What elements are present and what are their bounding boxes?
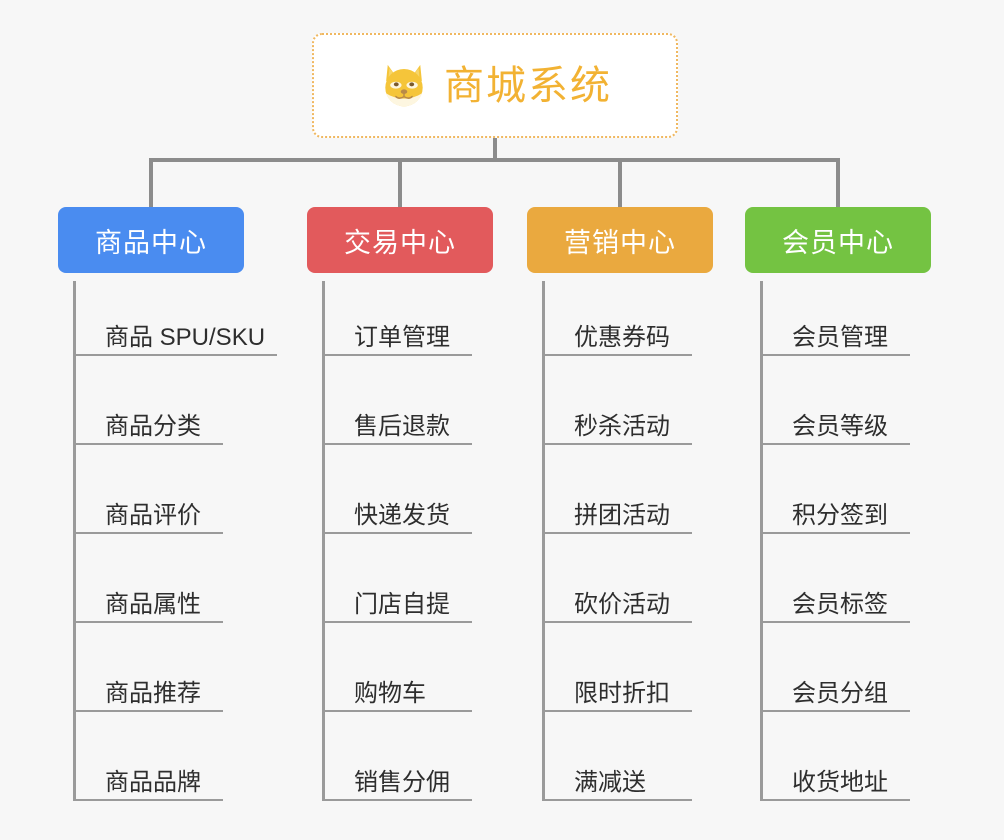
leaf-item-underline xyxy=(73,621,223,623)
branch-header-1[interactable]: 商品中心 xyxy=(58,207,244,273)
leaf-item-label: 商品评价 xyxy=(105,502,201,529)
leaf-item-label: 商品分类 xyxy=(105,413,201,440)
branch-spine-1 xyxy=(73,281,76,801)
root-title: 商城系统 xyxy=(444,63,612,108)
leaf-item-underline xyxy=(760,532,910,534)
leaf-item-underline xyxy=(73,799,223,801)
leaf-item-label: 会员分组 xyxy=(792,680,888,707)
leaf-item-underline xyxy=(73,354,277,356)
branch-header-4[interactable]: 会员中心 xyxy=(745,207,931,273)
branch-header-label: 商品中心 xyxy=(95,227,207,258)
leaf-item-label: 购物车 xyxy=(354,680,426,707)
leaf-item-underline xyxy=(322,354,472,356)
leaf-item-label: 收货地址 xyxy=(792,769,888,796)
leaf-item-label: 会员标签 xyxy=(792,591,888,618)
leaf-item-label: 会员管理 xyxy=(792,324,888,351)
branch-header-2[interactable]: 交易中心 xyxy=(307,207,493,273)
leaf-item-label: 拼团活动 xyxy=(574,502,670,529)
branch-spine-2 xyxy=(322,281,325,801)
leaf-item-label: 门店自提 xyxy=(354,591,450,618)
leaf-item-underline xyxy=(760,799,910,801)
branch-header-3[interactable]: 营销中心 xyxy=(527,207,713,273)
branch-header-label: 营销中心 xyxy=(564,227,676,258)
leaf-item-label: 商品属性 xyxy=(105,591,201,618)
leaf-item-underline xyxy=(760,621,910,623)
branch-stem-connector-1 xyxy=(149,160,153,207)
leaf-item-underline xyxy=(760,443,910,445)
leaf-item-label: 优惠券码 xyxy=(574,324,670,351)
branch-stem-connector-2 xyxy=(398,160,402,207)
leaf-item-label: 满减送 xyxy=(574,769,646,796)
leaf-item-underline xyxy=(322,443,472,445)
branch-stem-connector-3 xyxy=(618,160,622,207)
leaf-item-underline xyxy=(760,354,910,356)
leaf-item-underline xyxy=(322,532,472,534)
distribution-bus-connector xyxy=(149,158,840,162)
leaf-item-underline xyxy=(322,621,472,623)
branch-spine-3 xyxy=(542,281,545,801)
leaf-item-label: 会员等级 xyxy=(792,413,888,440)
leaf-item-underline xyxy=(73,532,223,534)
leaf-item-label: 销售分佣 xyxy=(354,769,450,796)
leaf-item-label: 积分签到 xyxy=(792,502,888,529)
root-stem-connector xyxy=(493,138,497,160)
branch-stem-connector-4 xyxy=(836,160,840,207)
leaf-item-underline xyxy=(542,354,692,356)
leaf-item-label: 售后退款 xyxy=(354,413,450,440)
branch-spine-4 xyxy=(760,281,763,801)
leaf-item-label: 商品推荐 xyxy=(105,680,201,707)
branch-header-label: 交易中心 xyxy=(344,227,456,258)
leaf-item-underline xyxy=(322,799,472,801)
leaf-item-underline xyxy=(760,710,910,712)
leaf-item-underline xyxy=(73,443,223,445)
leaf-item-label: 快递发货 xyxy=(354,502,450,529)
leaf-item-label: 订单管理 xyxy=(354,324,450,351)
leaf-item-underline xyxy=(542,621,692,623)
leaf-item-underline xyxy=(542,532,692,534)
shiba-dog-face-icon xyxy=(378,60,430,112)
root-node[interactable]: 商城系统 xyxy=(312,33,678,138)
branch-header-label: 会员中心 xyxy=(782,227,894,258)
leaf-item-label: 商品 SPU/SKU xyxy=(105,324,266,351)
leaf-item-label: 限时折扣 xyxy=(574,680,670,707)
leaf-item-label: 商品品牌 xyxy=(105,769,201,796)
leaf-item-underline xyxy=(73,710,223,712)
leaf-item-underline xyxy=(542,799,692,801)
leaf-item-label: 秒杀活动 xyxy=(574,413,670,440)
leaf-item-underline xyxy=(542,443,692,445)
leaf-item-underline xyxy=(542,710,692,712)
leaf-item-label: 砍价活动 xyxy=(574,591,670,618)
leaf-item-underline xyxy=(322,710,472,712)
